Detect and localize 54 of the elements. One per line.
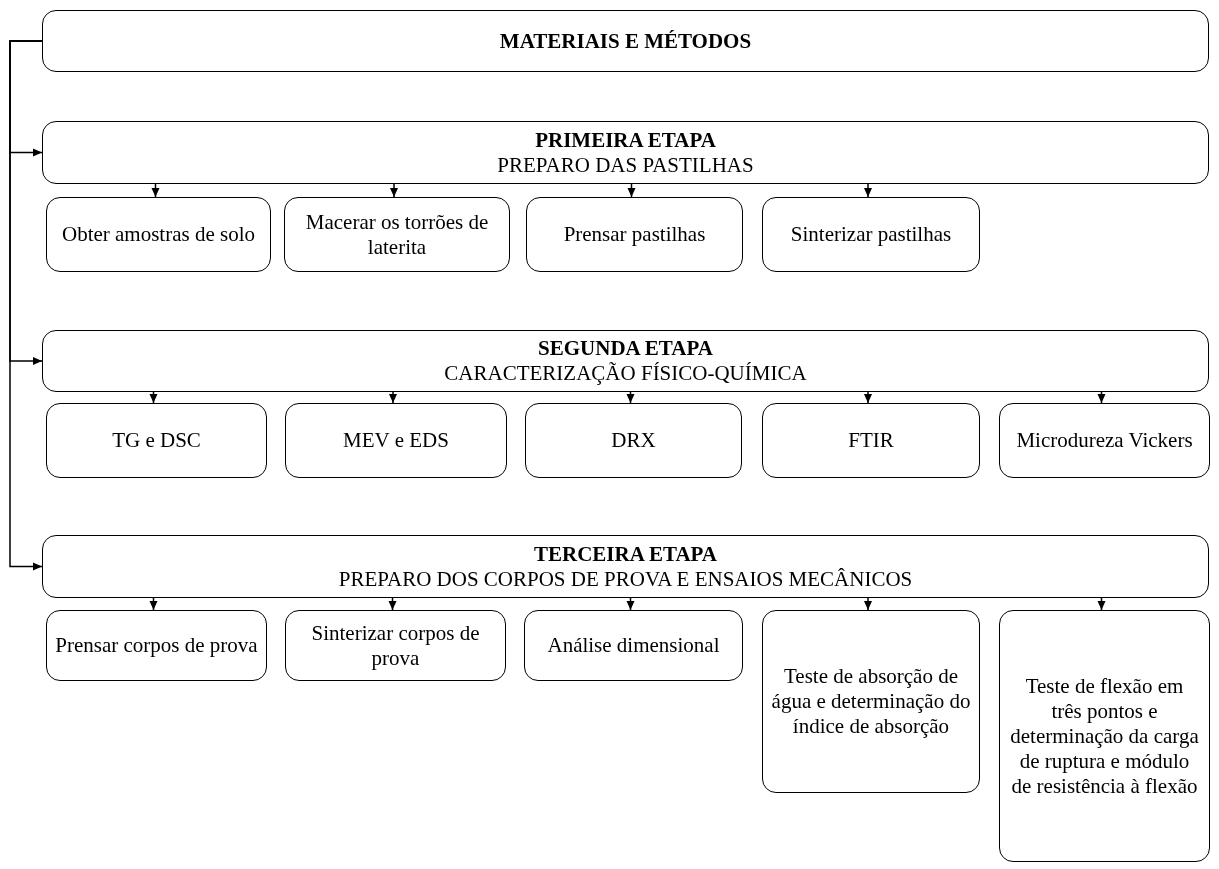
box-text: Sinterizar corpos de prova [310, 620, 481, 671]
step-box [999, 403, 1210, 478]
arrow [1097, 391, 1106, 404]
step-box [762, 403, 980, 478]
step-box [999, 610, 1210, 862]
box-text: PREPARO DOS CORPOS DE PROVA E ENSAIOS MECÂNICOS [338, 566, 913, 592]
stage-box [42, 10, 1209, 72]
arrow [149, 391, 158, 404]
box-text: TG e DSC [112, 428, 201, 453]
stage-box [42, 330, 1209, 392]
box-text: Microdureza Vickers [1016, 428, 1193, 453]
box-text: CARACTERIZAÇÃO FÍSICO-QUÍMICA [444, 361, 807, 386]
arrow [626, 391, 635, 404]
box-text: MEV e EDS [343, 428, 449, 453]
step-box [526, 197, 743, 272]
box-text: DRX [611, 428, 656, 453]
box-text: Prensar pastilhas [563, 222, 706, 247]
arrow [864, 597, 872, 611]
box-text: Prensar corpos de prova [55, 633, 258, 658]
stage-title: SEGUNDA ETAPA [538, 336, 713, 361]
stage-title: MATERIAIS E MÉTODOS [499, 28, 752, 54]
arrow [151, 183, 160, 198]
arrow [626, 597, 635, 611]
arrow [1097, 597, 1106, 611]
arrow [864, 391, 872, 404]
arrow [388, 597, 397, 611]
step-box [762, 197, 980, 272]
stage-box [42, 535, 1209, 598]
arrow [9, 40, 43, 571]
arrow [389, 391, 397, 404]
box-text: Obter amostras de solo [61, 222, 255, 247]
box-text: Macerar os torrões de laterita [304, 209, 490, 260]
step-box [46, 197, 271, 272]
step-box [762, 610, 980, 793]
step-box [46, 403, 267, 478]
box-text: Análise dimensional [547, 633, 720, 658]
stage-title: TERCEIRA ETAPA [534, 541, 717, 567]
step-box [284, 197, 510, 272]
box-text: Sinterizar pastilhas [790, 222, 952, 247]
arrow [149, 597, 158, 611]
stage-box [42, 121, 1209, 184]
box-text: Teste de absorção de água e determinação do índice de absorção [771, 664, 971, 739]
step-box [525, 403, 742, 478]
box-text: Teste de flexão em três pontos e determinação da carga de ruptura e módulo de resistência à flexão [1009, 673, 1200, 799]
step-box [285, 610, 506, 681]
step-box [285, 403, 507, 478]
stage-title: PRIMEIRA ETAPA [535, 127, 716, 153]
arrow [390, 183, 398, 198]
arrow [864, 183, 872, 198]
step-box [524, 610, 743, 681]
step-box [46, 610, 267, 681]
arrow [627, 183, 636, 198]
box-text: PREPARO DAS PASTILHAS [497, 152, 754, 178]
box-text: FTIR [848, 428, 894, 453]
